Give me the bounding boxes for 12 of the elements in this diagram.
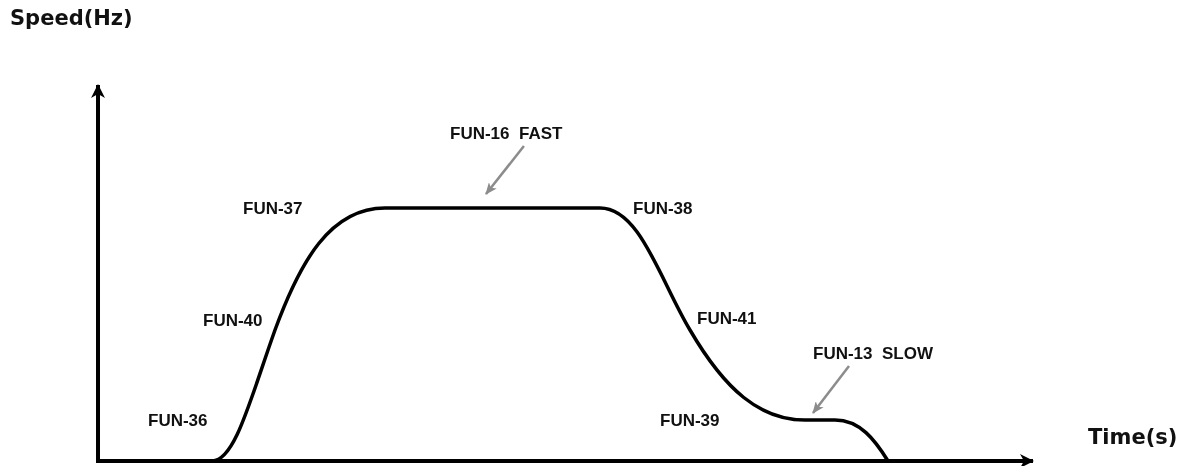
curve-label: FUN-39 [660, 411, 720, 432]
leader-arrow [812, 365, 850, 414]
curve-label: FUN-37 [243, 199, 303, 220]
axis-title: Time(s) [1088, 425, 1178, 451]
curve-label: FUN-38 [633, 199, 693, 220]
annotation-text: FUN-13 SLOW [813, 344, 933, 365]
curve-label: FUN-41 [697, 309, 757, 330]
axis-title: Speed(Hz) [10, 6, 133, 32]
curve-label: FUN-40 [203, 311, 263, 332]
curve-label: FUN-36 [148, 411, 208, 432]
annotation-text: FUN-16 FAST [450, 124, 563, 145]
leader-arrow [485, 145, 525, 195]
